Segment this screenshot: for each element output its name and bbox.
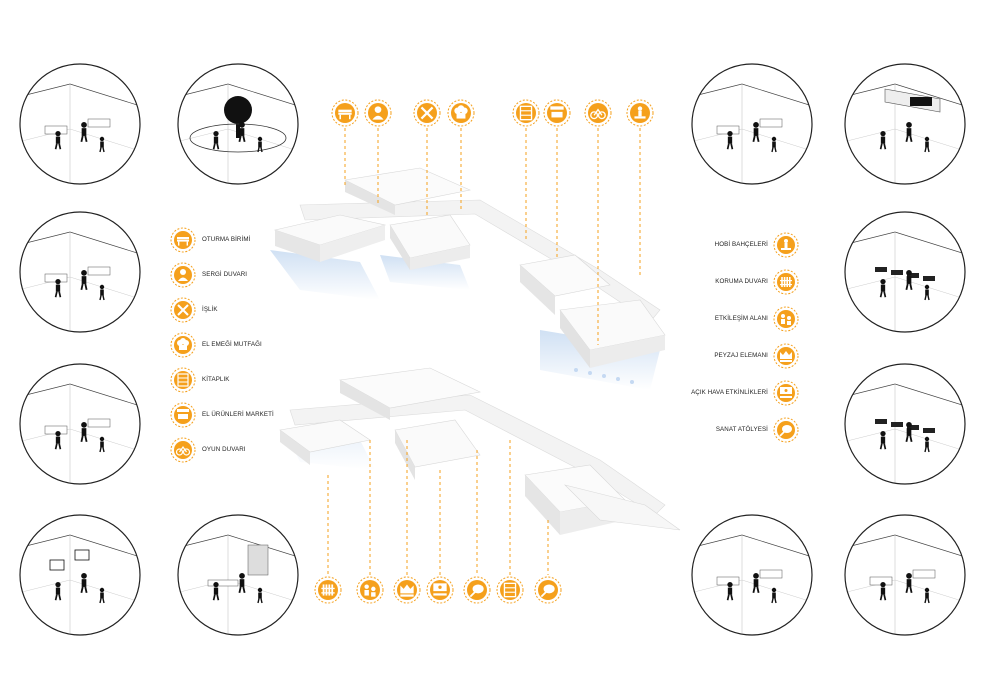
bench-icon <box>170 227 196 253</box>
bookshelf-icon <box>170 367 196 393</box>
leader-lines-top <box>344 128 641 345</box>
leader-lines-bottom <box>327 440 549 575</box>
people-interaction-icon <box>356 576 384 604</box>
legend-right-icons <box>773 232 799 443</box>
tools-icon <box>170 297 196 323</box>
market-stall-icon <box>170 402 196 428</box>
scene-play-wall <box>19 211 141 333</box>
legend-left-label: EL ÜRÜNLERİ MARKETİ <box>202 411 274 418</box>
legend-right-label: KORUMA DUVARI <box>715 278 768 285</box>
bust-icon <box>170 262 196 288</box>
legend-right-label: SANAT ATÖLYESİ <box>715 426 768 433</box>
screen-audience-icon <box>426 576 454 604</box>
gardener-icon <box>626 99 654 127</box>
gardener-icon <box>773 232 799 258</box>
palette-brush-icon <box>534 576 562 604</box>
legend-left-label: OYUN DUVARI <box>202 446 246 453</box>
legend-left-label: OTURMA BİRİMİ <box>202 236 251 243</box>
scene-tree-park <box>177 63 299 185</box>
tools-icon <box>413 99 441 127</box>
fence-icon <box>773 269 799 295</box>
screen-audience-icon <box>773 380 799 406</box>
scene-exhibition <box>19 514 141 636</box>
legend-right-label: PEYZAJ ELEMANI <box>714 352 768 359</box>
legend-right-label: AÇIK HAVA ETKİNLİKLERİ <box>691 389 768 396</box>
bench-icon <box>331 99 359 127</box>
palette-brush-icon <box>463 576 491 604</box>
chef-hat-icon <box>447 99 475 127</box>
crown-plant-icon <box>393 576 421 604</box>
legend-left-label: İŞLİK <box>202 306 218 313</box>
scene-library <box>177 514 299 636</box>
scene-art-workshop <box>844 514 966 636</box>
bicycle-icon <box>170 437 196 463</box>
scene-outdoor-screen <box>844 63 966 185</box>
market-stall-icon <box>543 99 571 127</box>
scene-seating <box>19 63 141 185</box>
scene-landscape <box>844 363 966 485</box>
gallery-icon <box>49 549 90 571</box>
scene-vignettes <box>19 63 966 636</box>
top-icon-row <box>331 99 654 127</box>
bookshelf-icon <box>207 544 269 587</box>
bookshelf-icon <box>512 99 540 127</box>
crown-plant-icon <box>875 419 935 433</box>
fence-icon <box>314 576 342 604</box>
bookshelf-icon <box>496 576 524 604</box>
crown-plant-icon <box>773 343 799 369</box>
scene-workshop <box>19 363 141 485</box>
legend-left-label: SERGİ DUVARI <box>202 271 248 278</box>
legend-right-label: HOBİ BAHÇELERİ <box>714 241 768 248</box>
legend-left-label: KİTAPLIK <box>202 376 230 383</box>
bust-icon <box>364 99 392 127</box>
screen-audience-icon <box>884 88 941 113</box>
building-upper <box>270 167 666 390</box>
people-interaction-icon <box>773 306 799 332</box>
bicycle-icon <box>584 99 612 127</box>
scene-market <box>691 514 813 636</box>
legend-left-label: EL EMEĞİ MUTFAĞI <box>202 341 262 348</box>
legend-left-icons <box>170 227 196 463</box>
legend-right-label: ETKİLEŞİM ALANI <box>714 315 768 322</box>
scene-interaction <box>691 63 813 185</box>
bottom-icon-row <box>314 576 562 604</box>
tree-icon <box>189 96 287 153</box>
palette-brush-icon <box>773 417 799 443</box>
building-lower <box>279 367 681 535</box>
scene-hobby-garden <box>844 211 966 333</box>
gardener-icon <box>875 267 935 281</box>
chef-hat-icon <box>170 332 196 358</box>
